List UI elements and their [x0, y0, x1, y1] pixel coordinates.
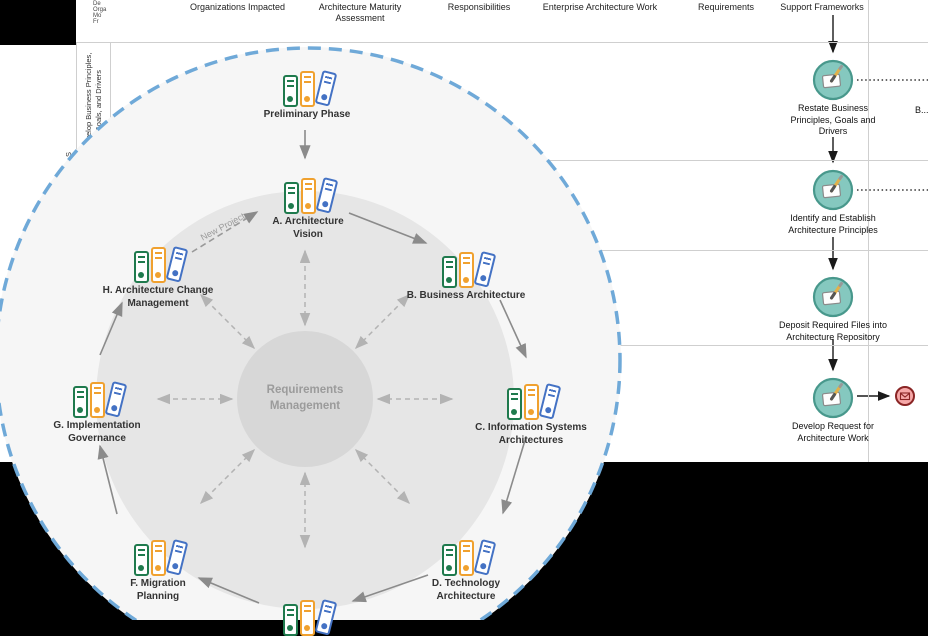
column-header-support-frameworks: Support Frameworks [780, 2, 864, 12]
bpmn-task-3[interactable]: Deposit Required Files into Architecture… [773, 275, 893, 343]
phase-label: G. Implementation Governance [53, 420, 141, 444]
binder-stack-icon [461, 370, 601, 420]
phase-label: C. Information Systems Architectures [475, 422, 587, 446]
phase-e[interactable] [252, 586, 362, 636]
phase-d[interactable]: D. Technology Architecture [411, 526, 521, 603]
phase-b[interactable]: B. Business Architecture [391, 238, 541, 303]
create-task-icon [812, 59, 854, 101]
orange-binder-icon [150, 540, 166, 576]
phase-label: F. Migration Planning [130, 578, 186, 602]
green-binder-icon [72, 386, 88, 418]
clipped-lane-text: De [93, 1, 101, 7]
create-task-icon [812, 169, 854, 211]
column-border [868, 0, 869, 462]
task-label: Restate Business Principles, Goals and D… [790, 103, 876, 137]
process-connectors [828, 15, 928, 401]
phase-label: B. Business Architecture [406, 290, 526, 301]
message-end-event-icon[interactable] [894, 385, 916, 407]
phase-label: D. Technology Architecture [431, 578, 501, 602]
green-binder-icon [506, 388, 522, 420]
orange-binder-icon [299, 600, 315, 636]
clipped-lane-text: Orga [93, 7, 107, 13]
bpmn-task-1[interactable]: Restate Business Principles, Goals and D… [773, 58, 893, 138]
green-binder-icon [133, 251, 149, 283]
blue-binder-icon [315, 176, 338, 214]
blue-binder-icon [473, 250, 496, 288]
requirements-management-label: Requirements Management [266, 384, 344, 412]
clipped-right-label: B... [915, 105, 928, 115]
phase-label: H. Architecture Change Management [102, 285, 214, 309]
binder-stack-icon [123, 526, 193, 576]
orange-binder-icon [89, 382, 105, 418]
green-binder-icon [282, 75, 298, 107]
orange-binder-icon [299, 71, 315, 107]
corner-mask [0, 0, 76, 45]
orange-binder-icon [458, 252, 474, 288]
phase-f[interactable]: F. Migration Planning [123, 526, 193, 603]
green-binder-icon [441, 544, 457, 576]
task-label: Identify and Establish Architecture Prin… [788, 213, 878, 235]
clipped-lane-text: Mo [93, 13, 102, 19]
blue-binder-icon [165, 245, 188, 283]
task-label: Deposit Required Files into Architecture… [778, 320, 888, 342]
orange-binder-icon [458, 540, 474, 576]
phase-c[interactable]: C. Information Systems Architectures [461, 370, 601, 447]
binder-stack-icon [268, 164, 348, 214]
blue-binder-icon [538, 382, 561, 420]
phase-h[interactable]: H. Architecture Change Management [88, 233, 228, 310]
blue-binder-icon [473, 538, 496, 576]
column-header-organizations-impacted: Organizations Impacted [189, 2, 286, 12]
column-header-requirements: Requirements [697, 2, 755, 12]
task-label: Develop Request for Architecture Work [791, 421, 875, 443]
bpmn-task-4[interactable]: Develop Request for Architecture Work [773, 376, 893, 444]
lane-divider [76, 42, 928, 43]
clipped-lane-text: Fr [93, 19, 99, 25]
create-task-icon [812, 276, 854, 318]
blue-binder-icon [314, 598, 337, 636]
requirements-management-hub[interactable]: Requirements Management [237, 331, 373, 467]
phase-a[interactable]: A. Architecture Vision [268, 164, 348, 241]
blue-binder-icon [104, 380, 127, 418]
column-header-architecture-maturity: Architecture Maturity Assessment [318, 2, 402, 24]
orange-binder-icon [300, 178, 316, 214]
blue-binder-icon [165, 538, 188, 576]
green-binder-icon [283, 182, 299, 214]
phase-g[interactable]: G. Implementation Governance [37, 368, 157, 445]
phase-label: A. Architecture Vision [272, 216, 344, 240]
orange-binder-icon [523, 384, 539, 420]
bpmn-task-2[interactable]: Identify and Establish Architecture Prin… [773, 168, 893, 236]
green-binder-icon [441, 256, 457, 288]
sequence-flow-arrows [828, 15, 891, 401]
orange-binder-icon [150, 247, 166, 283]
binder-stack-icon [411, 526, 521, 576]
green-binder-icon [282, 604, 298, 636]
binder-stack-icon [391, 238, 541, 288]
blue-binder-icon [314, 69, 337, 107]
phase-label: Preliminary Phase [263, 109, 351, 120]
binder-stack-icon [252, 586, 362, 636]
create-task-icon [812, 377, 854, 419]
green-binder-icon [133, 544, 149, 576]
phase-preliminary[interactable]: Preliminary Phase [242, 57, 372, 122]
binder-stack-icon [37, 368, 157, 418]
binder-stack-icon [242, 57, 372, 107]
column-header-enterprise-architecture-work: Enterprise Architecture Work [542, 2, 658, 12]
column-header-responsibilities: Responsibilities [447, 2, 511, 12]
